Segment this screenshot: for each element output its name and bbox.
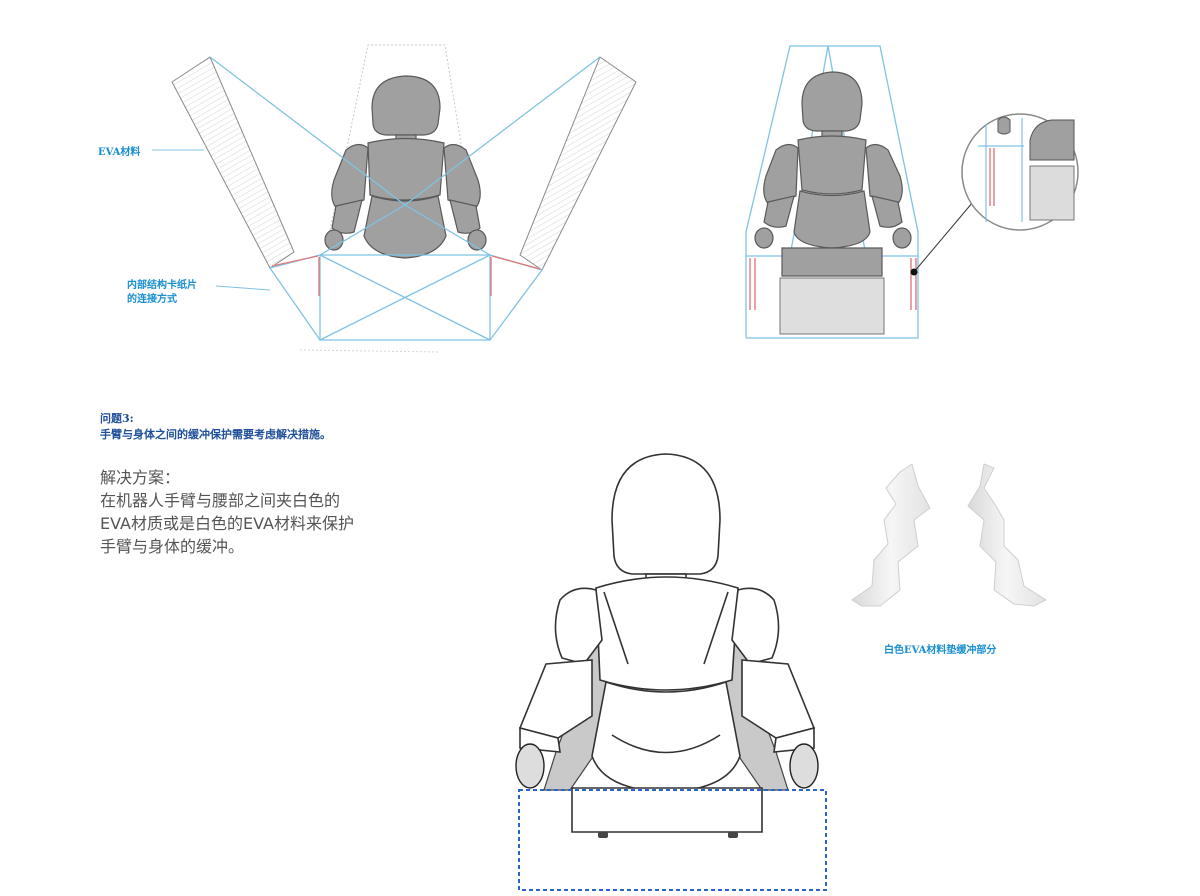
robot-figure-small-right (754, 71, 912, 277)
solution-heading: 解决方案： (100, 468, 181, 487)
eva-piece-left (851, 463, 931, 607)
problem-title: 问题3: (100, 412, 134, 425)
gray-box-base (779, 277, 885, 335)
robot-figure-small-left (324, 75, 487, 259)
label-eva-material: EVA材料 (98, 147, 141, 158)
label-white-eva-caption: 白色EVA材料垫缓冲部分 (884, 645, 997, 656)
left-eva-wing (171, 56, 295, 269)
white-eva-pieces (851, 463, 1048, 607)
right-eva-wing (519, 56, 637, 271)
label-inner-structure-1: 内部结构卡纸片 (127, 280, 197, 291)
robot-figure-large (515, 453, 827, 891)
assembled-package-diagram (745, 45, 1079, 339)
label-inner-structure-2: 的连接方式 (127, 294, 177, 305)
unfolded-package-diagram (152, 44, 637, 353)
packaging-base-outline (518, 789, 827, 891)
solution-text: 解决方案： 在机器人手臂与腰部之间夹白色的 EVA材质或是白色的EVA材料来保护… (100, 466, 354, 558)
solution-line-1: 在机器人手臂与腰部之间夹白色的 (100, 491, 341, 510)
solution-line-2: EVA材质或是白色的EVA材料来保护 (100, 514, 354, 533)
solution-line-3: 手臂与身体的缓冲。 (100, 537, 245, 556)
eva-piece-right (967, 463, 1048, 607)
problem-description: 手臂与身体之间的缓冲保护需要考虑解决措施。 (100, 428, 331, 441)
detail-magnifier (910, 113, 1079, 276)
